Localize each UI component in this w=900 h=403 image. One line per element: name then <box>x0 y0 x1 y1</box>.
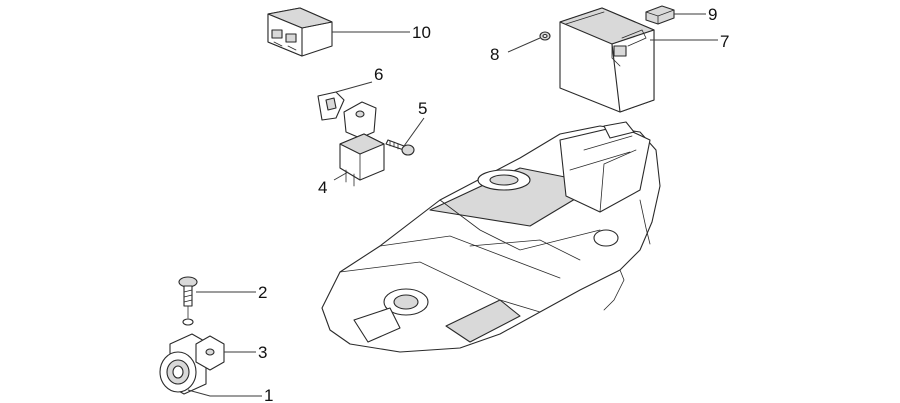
callout-1: 1 <box>264 386 273 403</box>
helmet-compartment-part <box>321 121 661 353</box>
battery-part <box>559 7 655 113</box>
callout-5: 5 <box>418 99 427 118</box>
callout-3: 3 <box>258 343 267 362</box>
leader-line-6 <box>335 81 373 93</box>
leader-line-4 <box>333 171 349 181</box>
horn-part <box>159 333 225 395</box>
leader-line-5 <box>403 117 425 147</box>
relay-module-part <box>267 7 333 57</box>
washer-part <box>539 31 551 41</box>
callout-7: 7 <box>720 32 729 51</box>
callout-4: 4 <box>318 178 327 197</box>
callout-2: 2 <box>258 283 267 302</box>
callout-8: 8 <box>490 45 499 64</box>
bracket-part <box>317 91 345 121</box>
callout-9: 9 <box>708 5 717 24</box>
leader-line-8 <box>507 37 541 53</box>
callout-6: 6 <box>374 65 383 84</box>
battery-pad-part <box>645 5 675 25</box>
screw-part <box>385 139 415 156</box>
bolt-part <box>178 276 198 326</box>
leader-lines <box>187 13 718 397</box>
flasher-relay-part <box>339 101 385 187</box>
callout-10: 10 <box>412 23 431 42</box>
leader-line-1 <box>187 389 262 397</box>
callout-labels: 10 9 7 8 6 5 4 2 3 1 <box>258 5 729 403</box>
